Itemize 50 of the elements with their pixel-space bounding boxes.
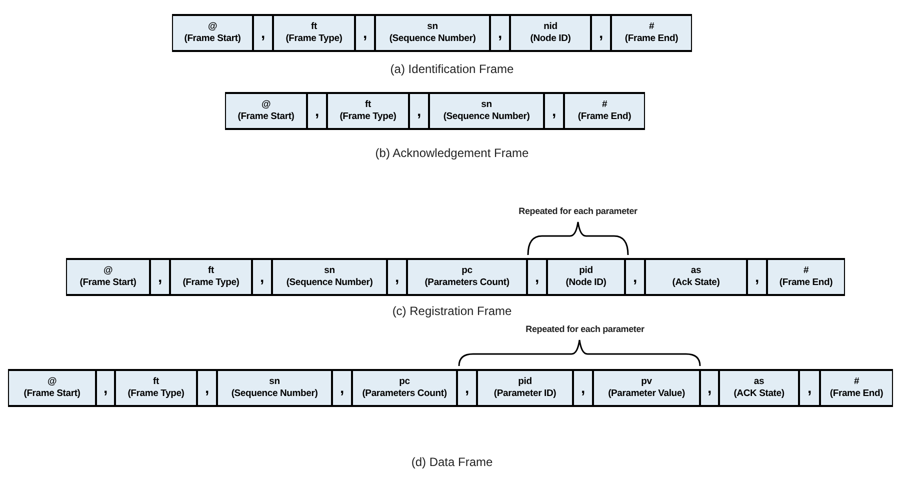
separator-cell: , (591, 14, 611, 52)
field-cell: sn (Sequence Number) (429, 92, 544, 130)
field-cell: ft (Frame Type) (327, 92, 409, 130)
field-cell: @ (Frame Start) (66, 258, 150, 296)
separator-cell: , (490, 14, 510, 52)
frame-caption: (b) Acknowledgement Frame (375, 146, 529, 160)
field-cell: sn (Sequence Number) (375, 14, 490, 52)
field-cell: ft (Frame Type) (170, 258, 252, 296)
separator-cell: , (387, 258, 407, 296)
field-cell: as (ACK State) (719, 369, 799, 407)
bracket-label: Repeated for each parameter (526, 324, 644, 334)
separator-cell: , (253, 14, 273, 52)
bracket-label: Repeated for each parameter (518, 206, 638, 216)
field-cell: # (Frame End) (611, 14, 692, 52)
frame-caption: (c) Registration Frame (392, 304, 512, 318)
separator-cell: , (625, 258, 645, 296)
field-cell: # (Frame End) (767, 258, 845, 296)
field-cell: # (Frame End) (820, 369, 893, 407)
frame-caption: (d) Data Frame (411, 455, 493, 469)
separator-cell: , (197, 369, 217, 407)
field-cell: sn (Sequence Number) (217, 369, 332, 407)
field-cell: # (Frame End) (564, 92, 645, 130)
field-cell: as (Ack State) (645, 258, 747, 296)
separator-cell: , (355, 14, 375, 52)
separator-cell: , (96, 369, 115, 407)
separator-cell: , (700, 369, 719, 407)
field-cell: ft (Frame Type) (115, 369, 197, 407)
separator-cell: , (332, 369, 352, 407)
frame-caption: (a) Identification Frame (390, 62, 514, 76)
separator-cell: , (527, 258, 547, 296)
separator-cell: , (252, 258, 272, 296)
field-cell: @ (Frame Start) (225, 92, 307, 130)
separator-cell: , (307, 92, 327, 130)
separator-cell: , (573, 369, 593, 407)
field-cell: pc (Parameters Count) (352, 369, 457, 407)
field-cell: ft (Frame Type) (273, 14, 355, 52)
separator-cell: , (409, 92, 429, 130)
field-cell: @ (Frame Start) (172, 14, 253, 52)
separator-cell: , (799, 369, 820, 407)
separator-cell: , (150, 258, 170, 296)
field-cell: pid (Node ID) (547, 258, 625, 296)
field-cell: pid (Parameter ID) (477, 369, 573, 407)
field-cell: pv (Parameter Value) (593, 369, 700, 407)
field-cell: pc (Parameters Count) (407, 258, 527, 296)
separator-cell: , (457, 369, 477, 407)
separator-cell: , (544, 92, 564, 130)
field-cell: nid (Node ID) (510, 14, 591, 52)
separator-cell: , (747, 258, 767, 296)
field-cell: @ (Frame Start) (8, 369, 96, 407)
field-cell: sn (Sequence Number) (272, 258, 387, 296)
